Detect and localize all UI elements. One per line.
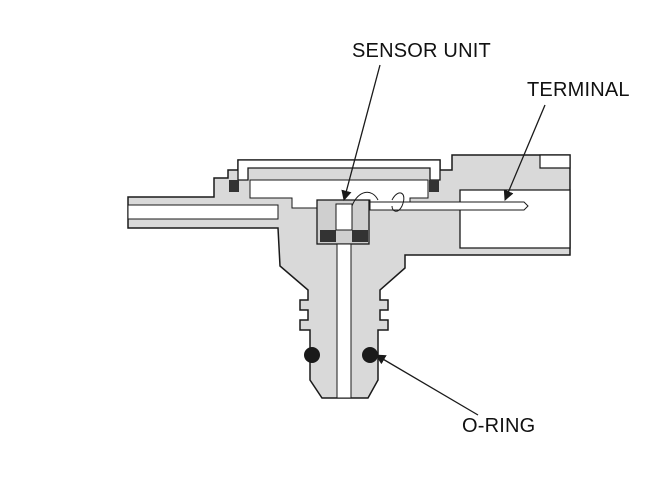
connector-lock-tab <box>539 154 571 169</box>
o-ring-right <box>362 347 378 363</box>
sensor-unit-leader <box>341 64 381 202</box>
cover-seal-right <box>429 180 439 192</box>
connector-socket <box>459 189 571 249</box>
terminal-label: TERMINAL <box>527 79 630 101</box>
o-ring-label: O-RING <box>462 415 536 437</box>
pressure-passage <box>336 243 352 399</box>
terminal-bond-wire <box>351 191 379 207</box>
terminal-spring-clip <box>391 192 405 212</box>
inner-cavity <box>249 179 429 209</box>
sensor-unit-label: SENSOR UNIT <box>352 40 491 62</box>
top-cover <box>237 159 441 181</box>
o-ring-left <box>304 347 320 363</box>
sensor-unit-seal-left <box>320 230 336 242</box>
sensor-chip <box>335 203 353 231</box>
o-ring-leader <box>375 354 479 416</box>
cover-seal-left <box>229 180 239 192</box>
terminal-pin <box>369 201 529 211</box>
sensor-unit-seal-right <box>352 230 368 242</box>
terminal-leader <box>503 104 546 201</box>
inlet-nozzle-bore <box>127 204 279 220</box>
